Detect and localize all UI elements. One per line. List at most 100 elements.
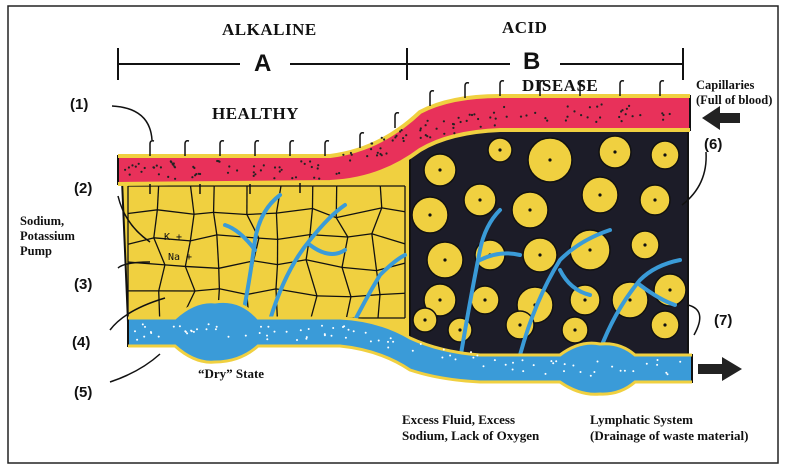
lymph-particle xyxy=(441,357,443,359)
cell-nucleus xyxy=(548,158,551,161)
blood-particle xyxy=(311,166,313,168)
blood-particle xyxy=(546,120,548,122)
lymph-particle xyxy=(134,330,136,332)
lymph-particle xyxy=(470,351,472,353)
cell-wall xyxy=(317,296,351,297)
lymph-label-line1: Lymphatic System xyxy=(590,412,748,428)
cell-nucleus xyxy=(498,148,501,151)
blood-particle xyxy=(458,117,460,119)
marker-1: (1) xyxy=(70,96,88,113)
pump-label-line3: Pump xyxy=(20,244,75,259)
blood-particle xyxy=(291,177,293,179)
blood-particle xyxy=(304,163,306,165)
cell-nucleus xyxy=(538,253,541,256)
lymph-particle xyxy=(274,331,276,333)
lymph-particle xyxy=(150,332,152,334)
cell-nucleus xyxy=(528,208,531,211)
blood-particle xyxy=(453,123,455,125)
blood-particle xyxy=(273,177,275,179)
lymph-particle xyxy=(305,338,307,340)
lymph-particle xyxy=(494,359,496,361)
lymph-particle xyxy=(196,328,198,330)
lymph-particle xyxy=(378,340,380,342)
blood-particle xyxy=(632,115,634,117)
blood-particle xyxy=(228,165,230,167)
lymph-particle xyxy=(365,332,367,334)
blood-particle xyxy=(144,167,146,169)
cell-nucleus xyxy=(598,193,601,196)
excess-label-line2: Sodium, Lack of Oxygen xyxy=(402,428,539,444)
lymph-particle xyxy=(412,350,414,352)
lymph-particle xyxy=(332,327,334,329)
blood-particle xyxy=(173,162,175,164)
blood-particle xyxy=(625,113,627,115)
lymph-particle xyxy=(390,337,392,339)
blood-particle xyxy=(218,160,220,162)
blood-particle xyxy=(402,137,404,139)
cell-wall xyxy=(219,268,220,288)
blood-particle xyxy=(544,117,546,119)
lymph-particle xyxy=(420,343,422,345)
lymph-particle xyxy=(646,363,648,365)
capillary-hook xyxy=(360,133,364,148)
capillary-inflow-arrow xyxy=(702,106,740,130)
blood-particle xyxy=(399,130,401,132)
section-a-label: A xyxy=(254,50,271,78)
cell-nucleus xyxy=(663,323,666,326)
blood-particle xyxy=(295,176,297,178)
cell-nucleus xyxy=(478,198,481,201)
blood-particle xyxy=(317,167,319,169)
lymph-particle xyxy=(611,366,613,368)
blood-particle xyxy=(152,166,154,168)
blood-particle xyxy=(426,135,428,137)
marker-3: (3) xyxy=(74,276,92,293)
lymph-particle xyxy=(522,359,524,361)
capillaries-label-line2: (Full of blood) xyxy=(696,93,772,108)
lymph-particle xyxy=(656,364,658,366)
blood-particle xyxy=(469,114,471,116)
blood-particle xyxy=(595,121,597,123)
lymph-particle xyxy=(564,363,566,365)
blood-particle xyxy=(124,169,126,171)
blood-particle xyxy=(263,164,265,166)
blood-particle xyxy=(453,132,455,134)
lymph-particle xyxy=(392,341,394,343)
lymph-particle xyxy=(259,332,261,334)
marker-6: (6) xyxy=(704,136,722,153)
lymph-particle xyxy=(215,328,217,330)
cell-nucleus xyxy=(663,153,666,156)
lymph-particle xyxy=(370,340,372,342)
section-b-label: B xyxy=(523,48,540,76)
blood-particle xyxy=(618,116,620,118)
lymph-particle xyxy=(267,326,269,328)
cell-nucleus xyxy=(443,258,446,261)
blood-particle xyxy=(191,176,193,178)
blood-particle xyxy=(420,137,422,139)
lymph-particle xyxy=(533,364,535,366)
cell-nucleus xyxy=(458,328,461,331)
blood-particle xyxy=(377,152,379,154)
blood-particle xyxy=(443,133,445,135)
capillary-hook xyxy=(465,83,469,98)
cell-nucleus xyxy=(653,198,656,201)
blood-particle xyxy=(140,171,142,173)
blood-particle xyxy=(626,108,628,110)
blood-particle xyxy=(336,173,338,175)
marker-7: (7) xyxy=(714,312,732,329)
blood-particle xyxy=(452,127,454,129)
cell-wall xyxy=(214,186,215,212)
marker-5: (5) xyxy=(74,384,92,401)
lymph-particle xyxy=(597,361,599,363)
blood-particle xyxy=(494,124,496,126)
blood-particle xyxy=(669,113,671,115)
lymph-particle xyxy=(624,370,626,372)
lymph-particle xyxy=(191,330,193,332)
lymph-particle xyxy=(245,335,247,337)
lymph-particle xyxy=(173,326,175,328)
blood-particle xyxy=(429,136,431,138)
capillary-hook xyxy=(255,141,259,156)
blood-particle xyxy=(253,175,255,177)
excess-label-line1: Excess Fluid, Excess xyxy=(402,412,539,428)
lymph-particle xyxy=(348,329,350,331)
blood-particle xyxy=(338,172,340,174)
